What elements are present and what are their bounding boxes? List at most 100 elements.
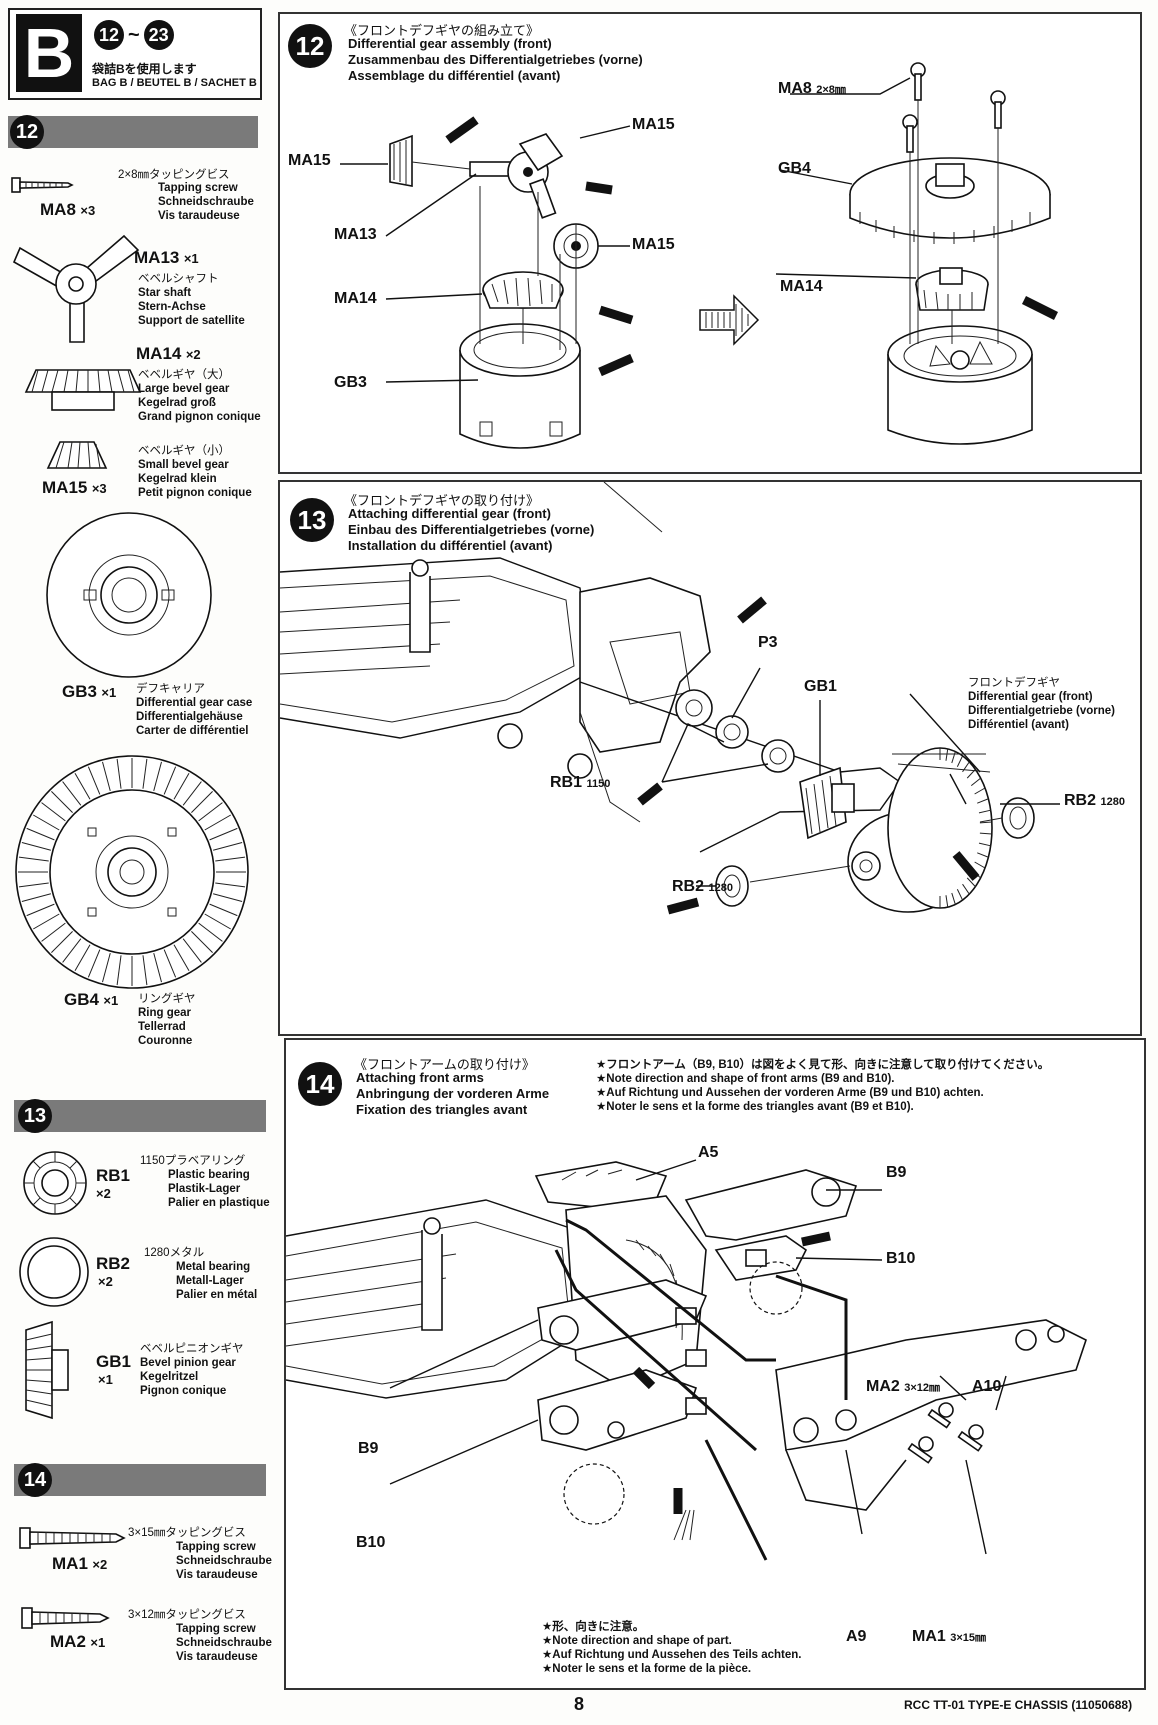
ma2-jp: 3×12㎜タッピングビス (128, 1609, 246, 1621)
callout-gb4: GB4 (778, 160, 811, 177)
gb3-gear-case-icon (46, 512, 212, 678)
rb1-code: RB1 (96, 1166, 131, 1185)
step-12-jp: 《フロントデフギヤの組み立て》 (344, 23, 540, 38)
callout-ma15-top: MA15 (632, 116, 675, 133)
callout-b10-right: B10 (886, 1250, 916, 1267)
callout-b10-left: B10 (356, 1534, 386, 1551)
screw-ma8-c (902, 114, 918, 153)
callout-ma8: MA8 2×8㎜ (778, 80, 846, 97)
range-end-badge: 23 (143, 20, 174, 50)
step-13-title: Attaching differential gear (front)Einba… (348, 506, 595, 553)
sidebar-bar-13 (14, 1100, 266, 1132)
gb1-pinion (799, 766, 855, 840)
rb2-code: RB2 (96, 1254, 131, 1273)
ma15-small-bevel-icon (46, 441, 108, 469)
ma8-jp: 2×8㎜タッピングビス (118, 169, 230, 181)
ma13-star-shaft-icon (12, 234, 140, 343)
callout-ma14-right: MA14 (780, 278, 823, 295)
callout-a9: A9 (846, 1628, 867, 1645)
gb1-code: GB1 (96, 1352, 131, 1371)
ma8-screw-icon (11, 177, 74, 193)
step-13-panel: 13 《フロントデフギヤの取り付け》 Attaching differentia… (278, 480, 1142, 1036)
rb2-jp: 1280メタル (144, 1247, 205, 1259)
step-range: 12 ~ 23 (94, 20, 174, 50)
step-12-panel: 12 《フロントデフギヤの組み立て》 Differential gear ass… (278, 12, 1142, 474)
document-id: RCC TT-01 TYPE-E CHASSIS (11050688) (904, 1698, 1133, 1712)
callout-gb3: GB3 (334, 374, 367, 391)
callout-ma2: MA2 3×12㎜ (866, 1378, 941, 1395)
ma1-screw-icon (19, 1527, 126, 1549)
range-sep: ~ (128, 23, 140, 46)
callout-p3: P3 (758, 634, 778, 651)
step-12-title: Differential gear assembly (front)Zusamm… (348, 36, 643, 83)
ma2-screw-icon (21, 1607, 110, 1629)
sidebar-step-14: 14 (18, 1463, 52, 1497)
page-number: 8 (574, 1694, 585, 1714)
hatched-arrow (699, 294, 760, 346)
ma15-code: MA15 ×3 (42, 478, 107, 497)
step-12-badge: 12 (288, 24, 332, 68)
rb2-qty: ×2 (98, 1274, 113, 1289)
step-13-jp: 《フロントデフギヤの取り付け》 (344, 493, 540, 508)
rb2-bearing-icon (19, 1237, 89, 1307)
callout-b9-left: B9 (358, 1440, 379, 1457)
step-12-diagram (340, 62, 1059, 449)
screw-ma1-a (957, 1424, 984, 1452)
sidebar-step-13: 13 (18, 1099, 52, 1133)
gb4-jp: リングギヤ (138, 993, 196, 1005)
range-start-badge: 12 (94, 20, 124, 50)
gb1-qty: ×1 (98, 1372, 113, 1387)
screw-ma1-b (907, 1436, 934, 1464)
rb1-bearing-icon (23, 1151, 87, 1215)
ma1-jp: 3×15㎜タッピングビス (128, 1527, 246, 1539)
sidebar-bar-14 (14, 1464, 266, 1496)
gb4-code: GB4 ×1 (64, 990, 119, 1009)
callout-ma1: MA1 3×15㎜ (912, 1628, 987, 1645)
callout-rb1: RB1 1150 (550, 774, 611, 791)
callout-gb1: GB1 (804, 678, 837, 695)
bag-jp: 袋詰Bを使用します (92, 62, 197, 76)
screw-ma8-b (990, 90, 1006, 129)
ma2-code: MA2 ×1 (50, 1632, 106, 1651)
ma13-code: MA13 ×1 (134, 248, 199, 267)
callout-a10: A10 (972, 1378, 1002, 1395)
callout-ma14: MA14 (334, 290, 377, 307)
callout-ma13: MA13 (334, 226, 377, 243)
gb1-pinion-icon (25, 1320, 69, 1420)
callout-b9-right: B9 (886, 1164, 907, 1181)
ma13-jp: ベベルシャフト (138, 273, 219, 285)
step-13-badge: 13 (290, 498, 334, 542)
bag-letter: B (16, 14, 82, 92)
rb1-qty: ×2 (96, 1186, 111, 1201)
callout-rb2-right: RB2 1280 (1064, 792, 1125, 809)
step-14-badge: 14 (298, 1062, 342, 1106)
step-14-diagram (285, 1159, 1087, 1561)
ma8-code: MA8 ×3 (40, 200, 96, 219)
diff-label-jp: フロントデフギヤ (968, 677, 1060, 689)
diff-label: Differential gear (front)Differentialget… (968, 691, 1115, 731)
callout-rb2-left: RB2 1280 (672, 878, 733, 895)
sidebar-bar-12 (8, 116, 258, 148)
ma14-bevel-gear-icon (24, 369, 142, 411)
step-14-jp: 《フロントアームの取り付け》 (354, 1057, 535, 1072)
screw-ma2 (927, 1402, 954, 1429)
sidebar-step-12: 12 (10, 115, 44, 149)
gb3-jp: デフキャリア (136, 683, 205, 695)
ma14-jp: ベベルギヤ（大） (138, 369, 230, 381)
step-14-bottom-notes: ★形、向きに注意。★Note direction and shape of pa… (542, 1621, 802, 1675)
bag-label: BAG B / BEUTEL B / SACHET B (92, 77, 257, 89)
callout-a5: A5 (698, 1144, 719, 1161)
rb1-jp: 1150プラベアリング (140, 1155, 246, 1167)
callout-ma15-right: MA15 (632, 236, 675, 253)
